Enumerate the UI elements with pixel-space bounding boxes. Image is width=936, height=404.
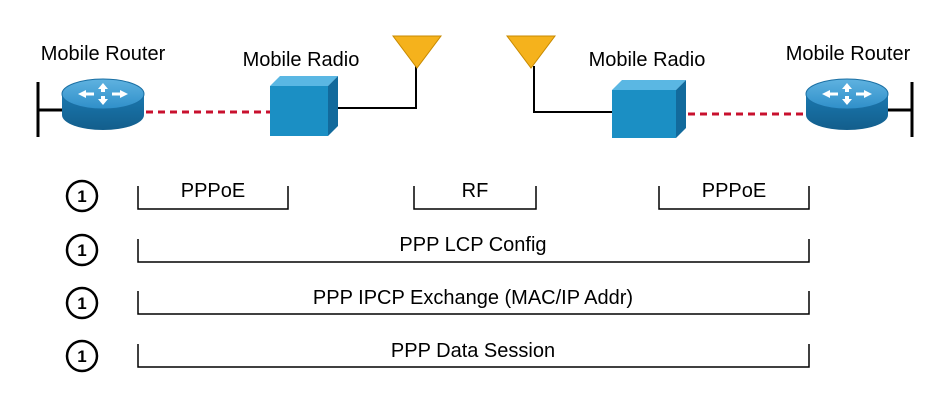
right-radio-label: Mobile Radio	[589, 49, 706, 71]
svg-text:PPP LCP Config: PPP LCP Config	[399, 234, 546, 256]
left-router-icon	[61, 78, 145, 130]
pppoe-right-bracket: PPPoE	[658, 180, 810, 210]
data-session-bracket: PPP Data Session	[137, 340, 810, 368]
left-router-label: Mobile Router	[41, 43, 166, 65]
right-network-edge	[888, 82, 914, 137]
svg-text:1: 1	[77, 241, 86, 260]
step-badge: 1	[65, 233, 99, 267]
ipcp-exchange-bracket: PPP IPCP Exchange (MAC/IP Addr)	[137, 287, 810, 315]
step-badge: 1	[65, 179, 99, 213]
left-radio-label: Mobile Radio	[243, 49, 360, 71]
right-antenna-cable	[533, 66, 612, 113]
left-antenna-icon	[392, 35, 442, 69]
right-radio-icon	[612, 80, 686, 138]
svg-text:PPPoE: PPPoE	[181, 180, 245, 202]
left-antenna-cable	[338, 66, 417, 109]
svg-text:PPP Data Session: PPP Data Session	[391, 340, 555, 362]
svg-text:PPPoE: PPPoE	[702, 180, 766, 202]
svg-text:1: 1	[77, 294, 86, 313]
left-network-edge	[36, 82, 62, 137]
rf-bracket: RF	[413, 180, 537, 210]
right-router-icon	[805, 78, 889, 130]
lcp-config-bracket: PPP LCP Config	[137, 234, 810, 263]
step-badge: 1	[65, 286, 99, 320]
svg-text:RF: RF	[462, 180, 489, 202]
svg-text:1: 1	[77, 347, 86, 366]
svg-text:1: 1	[77, 187, 86, 206]
step-badge: 1	[65, 339, 99, 373]
pppoe-left-bracket: PPPoE	[137, 180, 289, 210]
right-antenna-icon	[506, 35, 556, 69]
right-router-label: Mobile Router	[786, 43, 911, 65]
left-radio-icon	[270, 76, 338, 136]
svg-text:PPP IPCP Exchange (MAC/IP Addr: PPP IPCP Exchange (MAC/IP Addr)	[313, 287, 633, 309]
